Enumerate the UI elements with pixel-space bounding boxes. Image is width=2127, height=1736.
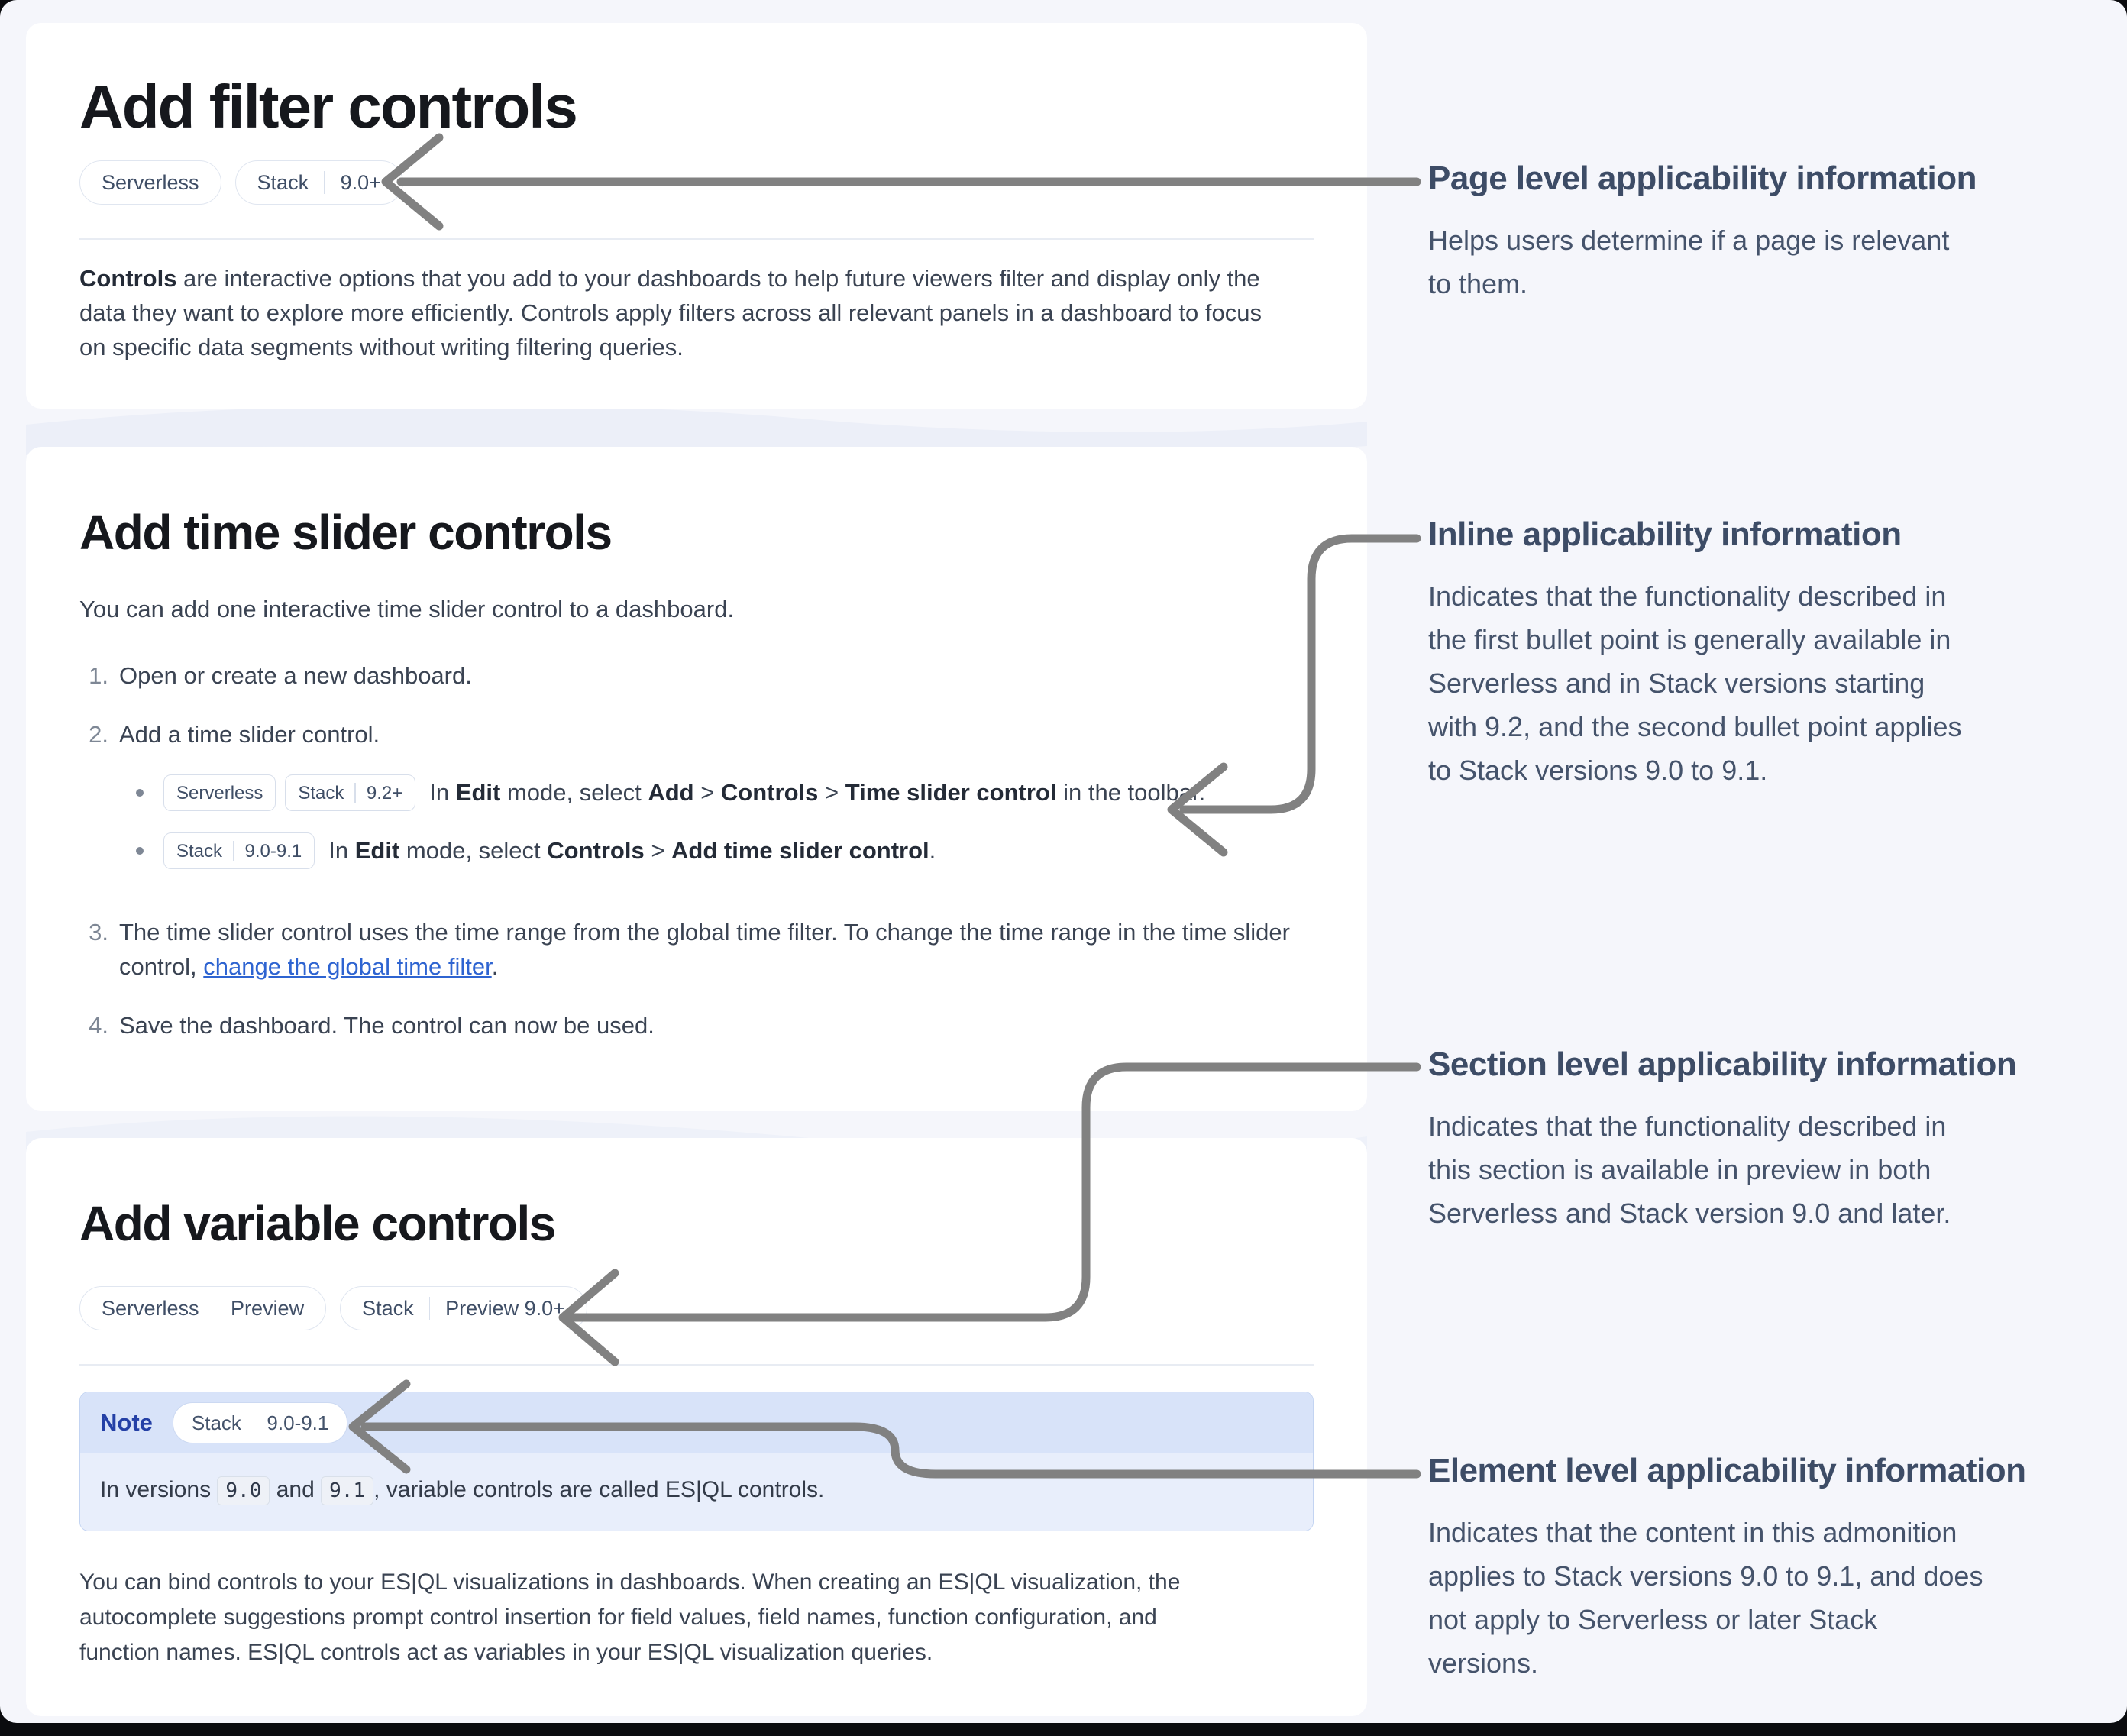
badge-stack-version: Stack 9.0+ xyxy=(234,160,403,205)
divider xyxy=(79,1364,1314,1366)
note-badge-stack-90-91: Stack 9.0-9.1 xyxy=(172,1402,348,1443)
section-intro: You can add one interactive time slider … xyxy=(79,596,735,622)
badge-stack-preview-version: Stack Preview 9.0+ xyxy=(340,1286,587,1330)
divider xyxy=(79,238,1314,240)
ordered-steps: 1. Open or create a new dashboard. 2. Ad… xyxy=(79,658,1314,1043)
step-2: 2. Add a time slider control. Serverless… xyxy=(79,717,1314,891)
page-title: Add filter controls xyxy=(79,73,578,141)
inline-badge-stack-92: Stack 9.2+ xyxy=(285,774,416,811)
step-3: 3. The time slider control uses the time… xyxy=(89,919,1290,980)
annotation-section-level: Section level applicability information … xyxy=(1428,1046,2017,1229)
bullet-serverless-stack-92: Serverless Stack 9.2+ In Edit mode, sele… xyxy=(136,774,1205,811)
badge-divider xyxy=(253,1412,255,1434)
badge-serverless-preview: Serverless Preview xyxy=(79,1286,327,1330)
section-add-variable-controls: Add variable controls Serverless Preview… xyxy=(26,1138,1367,1716)
global-time-filter-link[interactable]: change the global time filter xyxy=(203,953,492,980)
badge-divider xyxy=(233,841,234,861)
page-applicability-badges: Serverless Stack 9.0+ xyxy=(79,160,1314,205)
step-1: 1. Open or create a new dashboard. xyxy=(89,662,472,689)
bullet-stack-90-91: Stack 9.0-9.1 In Edit mode, select Contr… xyxy=(136,832,1205,869)
esql-paragraph: You can bind controls to your ES|QL visu… xyxy=(79,1570,1181,1665)
section-add-filter-controls: Add filter controls Serverless Stack 9.0… xyxy=(26,23,1367,409)
badge-divider xyxy=(428,1297,431,1320)
note-label: Note xyxy=(100,1409,153,1436)
badge-divider xyxy=(214,1297,216,1320)
bullet-dot xyxy=(136,789,144,797)
note-header: Note Stack 9.0-9.1 xyxy=(80,1392,1313,1453)
section-applicability-badges: Serverless Preview Stack Preview 9.0+ xyxy=(79,1286,1314,1330)
badge-divider xyxy=(354,783,356,803)
badge-serverless: Serverless xyxy=(79,160,221,205)
section-add-time-slider-controls: Add time slider controls You can add one… xyxy=(26,447,1367,1111)
code-version-91: 9.1 xyxy=(321,1476,374,1505)
note-admonition: Note Stack 9.0-9.1 In versions 9.0 and 9… xyxy=(79,1392,1314,1531)
bullet-dot xyxy=(136,847,144,855)
section-title: Add time slider controls xyxy=(79,505,613,560)
section-title: Add variable controls xyxy=(79,1196,556,1251)
inline-badge-serverless: Serverless xyxy=(163,774,276,811)
annotation-element-level: Element level applicability information … xyxy=(1428,1452,2026,1679)
annotation-page-level: Page level applicability information Hel… xyxy=(1428,160,1977,299)
step-4: 4. Save the dashboard. The control can n… xyxy=(89,1012,655,1039)
intro-paragraph: Controls are interactive options that yo… xyxy=(79,265,1262,360)
bullet-list: Serverless Stack 9.2+ In Edit mode, sele… xyxy=(136,774,1205,869)
note-body: In versions 9.0 and 9.1, variable contro… xyxy=(80,1453,1313,1531)
inline-badge-stack-90-91: Stack 9.0-9.1 xyxy=(163,832,315,869)
annotation-inline: Inline applicability information Indicat… xyxy=(1428,516,1962,786)
badge-divider xyxy=(324,171,325,194)
code-version-90: 9.0 xyxy=(217,1476,270,1505)
